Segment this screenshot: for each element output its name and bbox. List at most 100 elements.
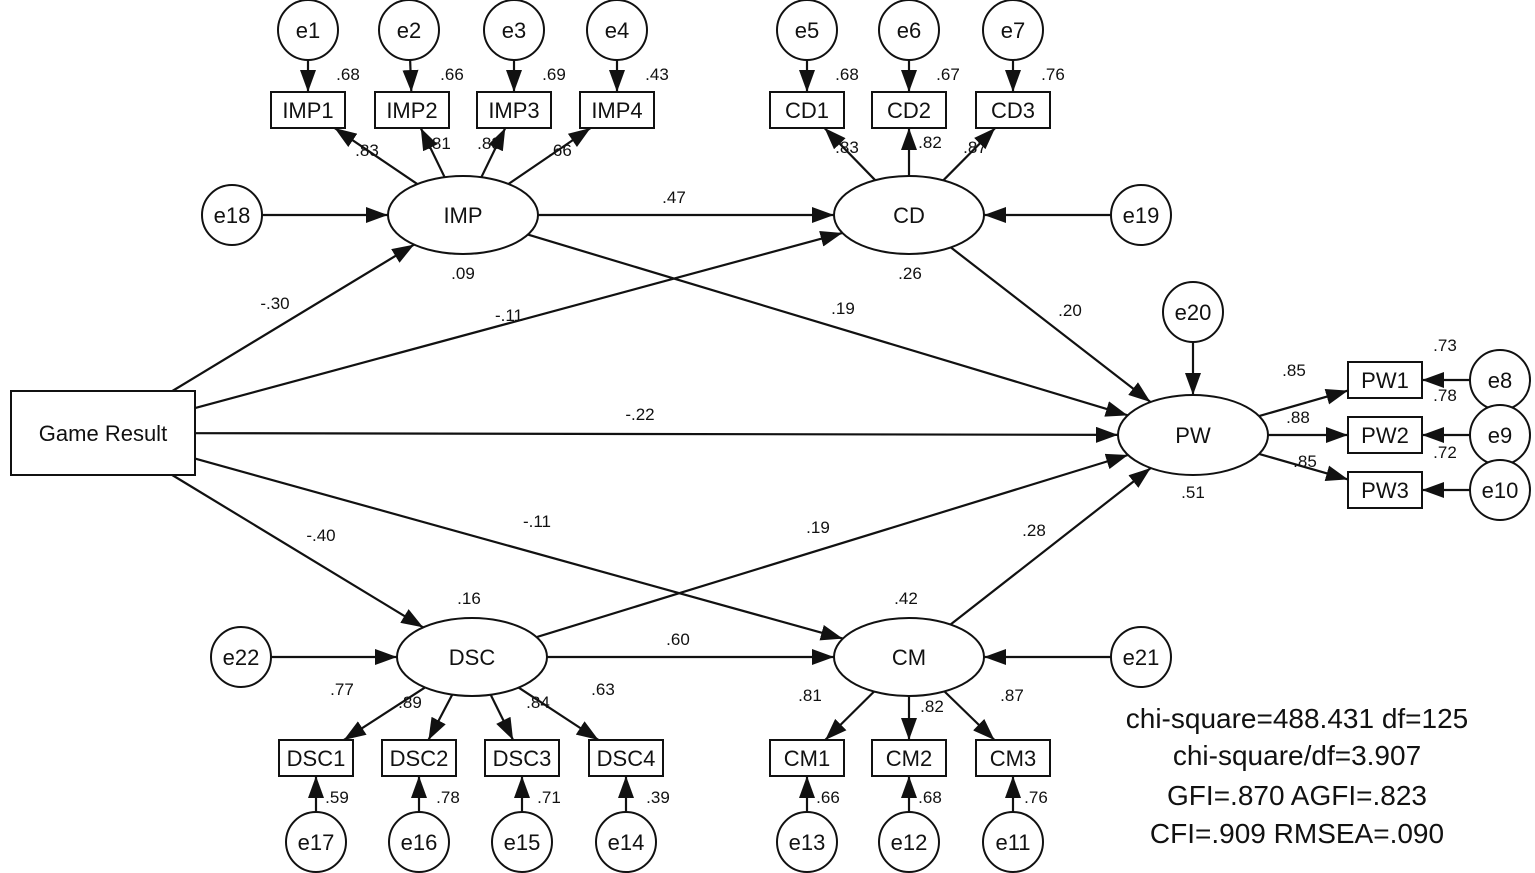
coefficient-r-cm1: .66 xyxy=(816,788,840,807)
path-dsc-to-pw xyxy=(536,453,1129,639)
coefficient-l-cd1: .83 xyxy=(835,138,859,157)
indicator-label: IMP4 xyxy=(591,98,642,123)
path-imp-to-imp2 xyxy=(419,127,446,178)
coefficient-r2-imp: .09 xyxy=(451,264,475,283)
latent-variable-shape xyxy=(396,617,548,697)
indicator-cd2: CD2 xyxy=(871,91,947,129)
error-term-shape xyxy=(483,0,545,61)
path-gr-to-imp xyxy=(171,243,415,392)
latent-variable-shape xyxy=(387,175,539,255)
coefficient-p-cm-pw: .28 xyxy=(1022,521,1046,540)
error-term-label: e1 xyxy=(296,18,320,43)
error-term-label: e7 xyxy=(1001,18,1025,43)
coefficient-r2-cd: .26 xyxy=(898,264,922,283)
latent-variable-dsc: DSC xyxy=(396,617,548,697)
path-pw-to-pw3 xyxy=(1258,452,1349,482)
observed-exogenous-label: Game Result xyxy=(39,421,167,446)
indicator-cd3: CD3 xyxy=(975,91,1051,129)
coefficient-l-dsc1: .77 xyxy=(330,680,354,699)
error-term-e3: e3 xyxy=(483,0,545,61)
error-term-shape xyxy=(201,184,263,246)
latent-variable-cm: CM xyxy=(833,617,985,697)
indicator-cd1: CD1 xyxy=(769,91,845,129)
coefficient-r2-pw: .51 xyxy=(1181,483,1205,502)
error-term-e10: e10 xyxy=(1469,459,1531,521)
coefficient-p-cd-pw: .20 xyxy=(1058,301,1082,320)
indicator-dsc4: DSC4 xyxy=(588,739,664,777)
latent-variable-pw: PW xyxy=(1117,394,1269,476)
coefficient-r-cm2: .68 xyxy=(918,788,942,807)
error-term-e8: e8 xyxy=(1469,349,1531,411)
error-term-e11: e11 xyxy=(982,811,1044,873)
coefficient-p-dsc-cm: .60 xyxy=(666,630,690,649)
error-term-e15: e15 xyxy=(491,811,553,873)
observed-exogenous-shape xyxy=(10,390,196,476)
indicator-label: DSC4 xyxy=(597,746,656,771)
coefficient-l-cd2: .82 xyxy=(918,133,942,152)
indicator-cm2: CM2 xyxy=(871,739,947,777)
error-term-shape xyxy=(776,811,838,873)
indicator-shape xyxy=(484,739,560,777)
error-term-label: e14 xyxy=(608,830,645,855)
error-term-shape xyxy=(388,811,450,873)
error-term-label: e22 xyxy=(223,645,260,670)
error-term-e19: e19 xyxy=(1110,184,1172,246)
coefficient-l-dsc2: .89 xyxy=(398,693,422,712)
coefficient-p-imp-pw: .19 xyxy=(831,299,855,318)
error-term-shape xyxy=(776,0,838,61)
error-term-shape xyxy=(1110,184,1172,246)
coefficient-r-imp3: .69 xyxy=(542,65,566,84)
indicator-label: IMP2 xyxy=(386,98,437,123)
coefficient-l-pw3: .85 xyxy=(1293,452,1317,471)
error-term-shape xyxy=(277,0,339,61)
indicator-shape xyxy=(588,739,664,777)
error-term-e7: e7 xyxy=(982,0,1044,61)
latent-variable-shape xyxy=(833,175,985,255)
coefficient-l-cm1: .81 xyxy=(798,686,822,705)
indicator-label: PW2 xyxy=(1361,423,1409,448)
indicator-label: PW3 xyxy=(1361,478,1409,503)
error-term-e4: e4 xyxy=(586,0,648,61)
indicator-shape xyxy=(278,739,354,777)
error-term-label: e5 xyxy=(795,18,819,43)
indicator-pw1: PW1 xyxy=(1347,361,1423,399)
error-term-label: e15 xyxy=(504,830,541,855)
fit-statistic-line: CFI=.909 RMSEA=.090 xyxy=(1150,818,1444,849)
error-term-label: e17 xyxy=(298,830,335,855)
error-term-e13: e13 xyxy=(776,811,838,873)
indicator-shape xyxy=(975,91,1051,129)
indicator-shape xyxy=(769,739,845,777)
error-term-shape xyxy=(982,0,1044,61)
coefficient-l-imp1: .83 xyxy=(355,141,379,160)
error-term-shape xyxy=(982,811,1044,873)
coefficient-l-dsc4: .63 xyxy=(591,680,615,699)
indicator-shape xyxy=(975,739,1051,777)
indicator-dsc2: DSC2 xyxy=(381,739,457,777)
error-term-e5: e5 xyxy=(776,0,838,61)
coefficient-l-cd3: .87 xyxy=(963,138,987,157)
coefficient-r-imp1: .68 xyxy=(336,65,360,84)
latent-variable-label: DSC xyxy=(449,645,496,670)
error-term-shape xyxy=(210,626,272,688)
error-term-shape xyxy=(1110,626,1172,688)
fit-statistic-line: chi-square=488.431 df=125 xyxy=(1126,703,1469,734)
path-cd-to-cd3 xyxy=(942,127,996,182)
indicator-label: CD3 xyxy=(991,98,1035,123)
path-gr-to-pw xyxy=(194,426,1119,443)
coefficient-l-dsc3: .84 xyxy=(526,693,550,712)
fit-statistics: chi-square=488.431 df=125chi-square/df=3… xyxy=(1126,703,1469,849)
indicator-shape xyxy=(1347,416,1423,454)
path-imp-to-imp1 xyxy=(333,127,418,185)
error-term-shape xyxy=(491,811,553,873)
coefficient-l-pw2: .88 xyxy=(1286,408,1310,427)
coefficient-r-imp2: .66 xyxy=(440,65,464,84)
path-dsc-to-dsc3 xyxy=(489,694,515,741)
indicator-imp3: IMP3 xyxy=(476,91,552,129)
path-cd-to-cd1 xyxy=(823,127,876,181)
indicator-label: CM3 xyxy=(990,746,1036,771)
error-term-e20: e20 xyxy=(1162,281,1224,343)
indicator-shape xyxy=(579,91,655,129)
coefficient-r2-cm: .42 xyxy=(894,589,918,608)
coefficient-r-pw1: .73 xyxy=(1433,336,1457,355)
